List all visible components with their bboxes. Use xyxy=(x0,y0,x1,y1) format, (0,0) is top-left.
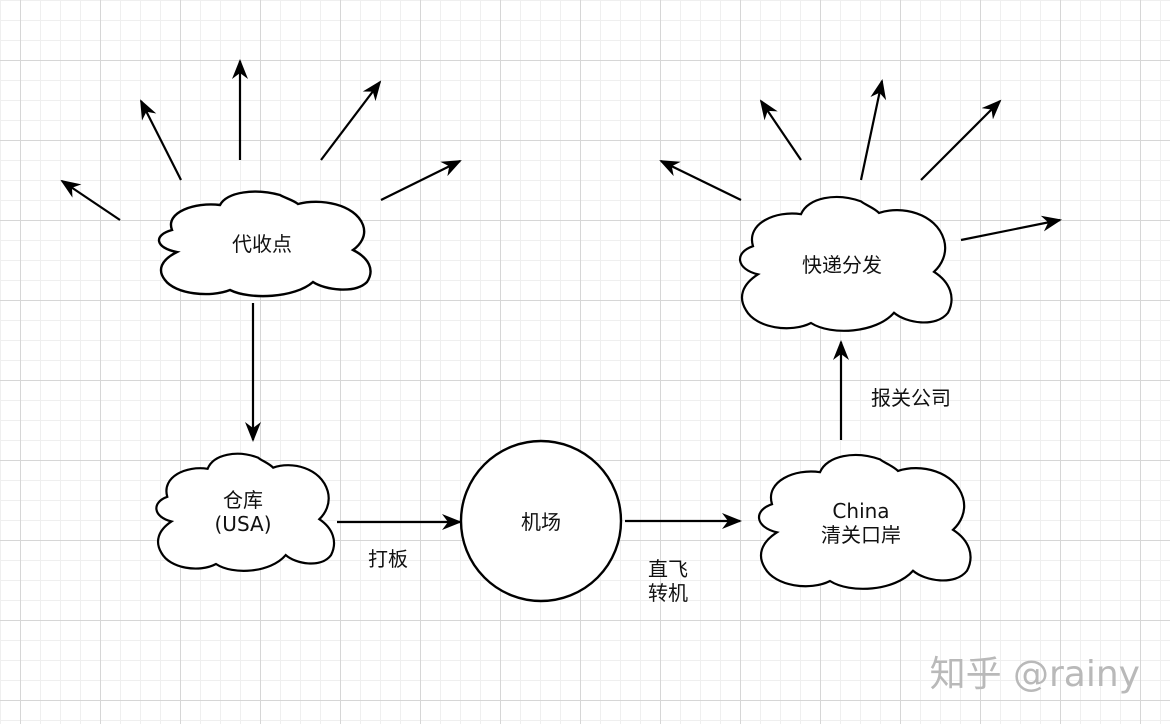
node-pickup-point[interactable]: 代收点 xyxy=(157,190,372,298)
edge-label-transfer: 转机 xyxy=(648,581,688,605)
pickup-fan-arrows xyxy=(60,59,462,221)
node-label-line1: 仓库 xyxy=(223,488,263,512)
node-label-line1: China xyxy=(832,499,889,523)
node-china-port[interactable]: China 清关口岸 xyxy=(759,455,971,589)
node-label: 快递分发 xyxy=(802,253,882,277)
pickup-arrow-4[interactable] xyxy=(320,80,382,161)
node-airport[interactable]: 机场 xyxy=(459,439,623,603)
dispatch-arrow-5[interactable] xyxy=(960,215,1062,242)
circle-shape xyxy=(459,439,623,603)
dispatch-arrow-2[interactable] xyxy=(759,99,802,161)
node-label: 代收点 xyxy=(232,232,292,256)
pickup-arrow-1[interactable] xyxy=(60,179,121,221)
dispatch-arrow-3[interactable] xyxy=(859,79,887,181)
pickup-arrow-2[interactable] xyxy=(140,99,182,181)
node-label: 机场 xyxy=(521,510,561,534)
edge-label-direct-flight: 直飞 xyxy=(648,557,688,581)
edge-label-palletize: 打板 xyxy=(368,547,408,571)
dispatch-fan-arrows xyxy=(659,79,1062,242)
cloud-shape xyxy=(740,197,952,331)
node-express-dispatch[interactable]: 快递分发 xyxy=(740,197,952,331)
watermark: 知乎 @rainy xyxy=(930,654,1140,695)
cloud-shape xyxy=(759,455,971,589)
node-label-line2: 清关口岸 xyxy=(821,523,901,547)
node-label-line2: (USA) xyxy=(215,512,272,536)
edge-label-customs-broker: 报关公司 xyxy=(871,386,951,410)
pickup-arrow-5[interactable] xyxy=(380,160,462,201)
node-warehouse[interactable]: 仓库 (USA) xyxy=(156,454,334,571)
cloud-shape xyxy=(156,454,334,571)
dispatch-arrow-1[interactable] xyxy=(659,160,742,201)
cloud-shape xyxy=(157,190,372,298)
dispatch-arrow-4[interactable] xyxy=(920,99,1002,181)
